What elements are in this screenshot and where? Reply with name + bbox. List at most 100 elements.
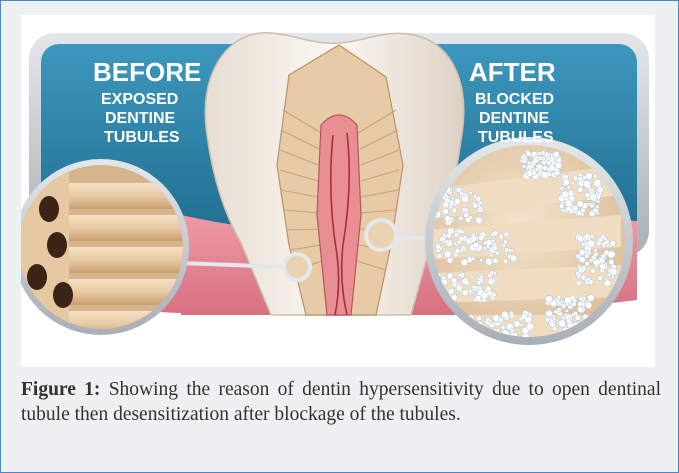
zoom-point-right [366,220,396,250]
crystal-particle [493,258,498,263]
crystal-particle [451,334,454,337]
crystal-particle [477,316,482,321]
crystal-particle [437,254,442,259]
crystal-particle [554,310,558,314]
crystal-particle [486,286,491,291]
crystal-particle [483,247,486,250]
crystal-particle [556,158,561,163]
crystal-particle [589,193,596,200]
crystal-particle [583,180,591,188]
crystal-particle [604,280,611,287]
crystal-particle [455,248,460,253]
crystal-particle [547,153,551,157]
crystal-particle [584,278,587,281]
crystal-particle [498,318,503,323]
crystal-particle [452,208,457,213]
crystal-particle [456,335,463,342]
crystal-particle [587,295,594,302]
crystal-particle [522,164,526,168]
crystal-particle [457,335,461,339]
crystal-particle [577,306,583,312]
crystal-particle [461,259,468,266]
crystal-particle [511,329,515,333]
crystal-particle [591,268,596,273]
crystal-particle [460,249,463,252]
crystal-particle [539,156,543,160]
crystal-particle [579,256,585,262]
caption-label: Figure 1: [21,379,100,400]
crystal-particle [585,261,590,266]
crystal-particle [550,322,556,328]
before-line-1: EXPOSED [101,91,178,108]
crystal-particle [481,292,488,299]
crystal-particle [487,274,491,278]
crystal-particle [598,275,603,280]
crystal-particle [577,274,582,279]
crystal-particle [443,202,449,208]
crystal-particle [508,248,512,252]
crystal-particle [577,187,583,193]
crystal-particle [476,217,483,224]
after-title: AFTER [469,57,556,87]
crystal-particle [460,332,465,337]
crystal-particle [579,296,584,301]
before-line-2: DENTINE [105,110,176,127]
crystal-particle [526,151,531,156]
crystal-particle [444,216,450,222]
crystal-particle [526,323,534,331]
crystal-particle [589,211,595,217]
crystal-particle [514,320,521,327]
crystal-particle [577,200,584,207]
tubule-opening [27,264,47,290]
crystal-particle [525,316,532,323]
crystal-particle [468,289,472,293]
crystal-particle [533,158,538,163]
crystal-particle [537,151,541,155]
crystal-particle [451,317,455,321]
crystal-particle [573,299,577,303]
crystal-particle [565,200,572,207]
crystal-particle [435,244,440,249]
crystal-particle [588,328,593,333]
crystal-particle [458,273,462,277]
crystal-particle [477,281,481,285]
crystal-particle [447,233,452,238]
crystal-particle [473,242,479,248]
crystal-particle [443,209,449,215]
crystal-particle [585,302,592,309]
crystal-particle [451,278,457,284]
crystal-particle [576,281,581,286]
crystal-particle [492,279,495,282]
crystal-particle [492,245,498,251]
crystal-particle [589,280,594,285]
crystal-particle [561,208,565,212]
crystal-particle [610,241,616,247]
zoom-point-left [284,254,310,280]
crystal-particle [456,285,462,291]
figure-image: BEFORE EXPOSED DENTINE TUBULES AFTER BLO… [21,15,655,367]
crystal-particle [547,161,552,166]
crystal-particle [471,257,475,261]
crystal-particle [558,320,565,327]
crystal-particle [486,258,493,265]
crystal-particle [437,249,441,253]
crystal-particle [455,323,459,327]
crystal-particle [449,317,456,324]
crystal-particle [597,200,600,203]
crystal-particle [568,190,574,196]
crystal-particle [462,278,469,285]
crystal-particle [486,317,490,321]
crystal-particle [586,329,591,334]
crystal-particle [470,330,474,334]
crystal-particle [463,213,468,218]
crystal-particle [562,191,569,198]
crystal-particle [565,303,569,307]
crystal-particle [557,299,560,302]
tooth-diagram: BEFORE EXPOSED DENTINE TUBULES AFTER BLO… [21,15,655,367]
crystal-particle [567,319,571,323]
after-line-3: TUBULES [478,129,554,146]
crystal-particle [510,255,517,262]
crystal-particle [608,251,615,258]
crystal-particle [553,151,559,157]
crystal-particle [607,273,611,277]
